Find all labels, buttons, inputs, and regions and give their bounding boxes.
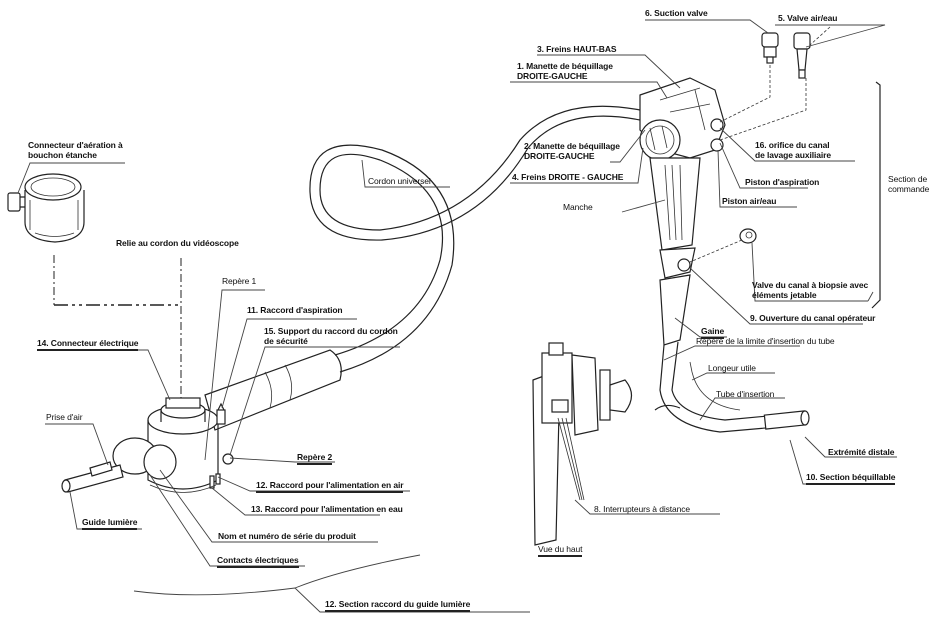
label-suction-connector: 11. Raccord d'aspiration [247,305,343,315]
label-insertion-tube: Tube d'insertion [716,389,775,399]
label-line: DROITE-GAUCHE [524,151,595,161]
label-air-water-valve: 5. Valve air/eau [778,13,838,23]
label-electrical-contacts: Contacts électriques [217,555,299,568]
leader-lines [17,19,897,613]
label-linked-to-cord: Relie au cordon du vidéoscope [116,238,239,248]
label-remote-switches: 8. Interrupteurs à distance [594,504,691,514]
label-suction-valve: 6. Suction valve [645,8,708,18]
label-angulation-knob-2: 2. Manette de béquillage DROITE-GAUCHE [524,141,620,161]
label-water-supply-connector: 13. Raccord pour l'alimentation en eau [251,504,403,514]
biopsy-valve-drawing [739,228,757,244]
label-suction-piston: Piston d'aspiration [745,177,820,187]
control-section-drawing [639,77,810,433]
label-line: Connecteur d'aération à [28,140,123,150]
air-water-valve-drawing [793,32,811,79]
label-bending-section: 10. Section béquillable [806,472,895,485]
label-line: DROITE-GAUCHE [517,71,588,81]
label-line: Valve du canal à biopsie avec [752,280,869,290]
label-auxiliary-water-channel: 16. orifice du canal de lavage auxiliair… [755,140,831,160]
label-electrical-connector: 14. Connecteur électrique [37,338,139,351]
label-product-serial: Nom et numéro de série du produit [218,531,356,541]
suction-valve-drawing [761,32,779,64]
label-line: éléments jetable [752,290,817,300]
air-water-valve-leader-dash [809,26,831,46]
label-light-guide: Guide lumière [82,517,137,530]
label-marker-1: Repère 1 [222,276,257,286]
label-line: de lavage auxiliaire [755,150,831,160]
label-handle: Manche [563,202,593,212]
label-aeration-connector: Connecteur d'aération à bouchon étanche [28,140,123,160]
top-view-drawing [532,342,633,546]
control-section-bracket [871,81,881,309]
label-line: 2. Manette de béquillage [524,141,620,151]
label-line: 1. Manette de béquillage [517,61,613,71]
air-water-valve-assembly-line [719,78,807,141]
label-sheath: Gaine [701,326,724,339]
label-marker-2: Repère 2 [297,452,332,465]
label-up-down-brake: 3. Freins HAUT-BAS [537,44,617,54]
label-control-section: Section de commande [888,174,929,194]
label-line: Section de [888,174,928,184]
label-distal-end: Extrémité distale [828,447,895,457]
suction-valve-assembly-line [719,65,771,123]
label-line: de sécurité [264,336,308,346]
label-line: commande [888,184,930,194]
label-air-intake: Prise d'air [46,412,83,422]
light-guide-connector-drawing [61,349,342,493]
label-air-water-piston: Piston air/eau [722,196,777,206]
label-insertion-limit-mark: Repère de la limite d'insertion du tube [696,336,835,346]
label-safety-cord-support: 15. Support du raccord du cordon de sécu… [264,326,398,346]
label-working-channel-opening: 9. Ouverture du canal opérateur [750,313,876,323]
aeration-cap-drawing [7,173,85,243]
label-line: 16. orifice du canal [755,140,830,150]
biopsy-valve-assembly-line [689,239,743,263]
label-biopsy-valve: Valve du canal à biopsie avec éléments j… [752,280,868,300]
universal-cord-drawing [309,105,653,373]
label-right-left-brake: 4. Freins DROITE - GAUCHE [512,172,624,182]
label-top-view: Vue du haut [538,544,583,557]
label-line: bouchon étanche [28,150,97,160]
label-line: 15. Support du raccord du cordon [264,326,398,336]
label-working-length: Longeur utile [708,363,756,373]
label-light-guide-section: 12. Section raccord du guide lumière [325,599,470,612]
label-air-supply-connector: 12. Raccord pour l'alimentation en air [256,480,404,493]
label-universal-cord: Cordon universel [368,176,431,186]
label-angulation-knob-1: 1. Manette de béquillage DROITE-GAUCHE [517,61,613,81]
